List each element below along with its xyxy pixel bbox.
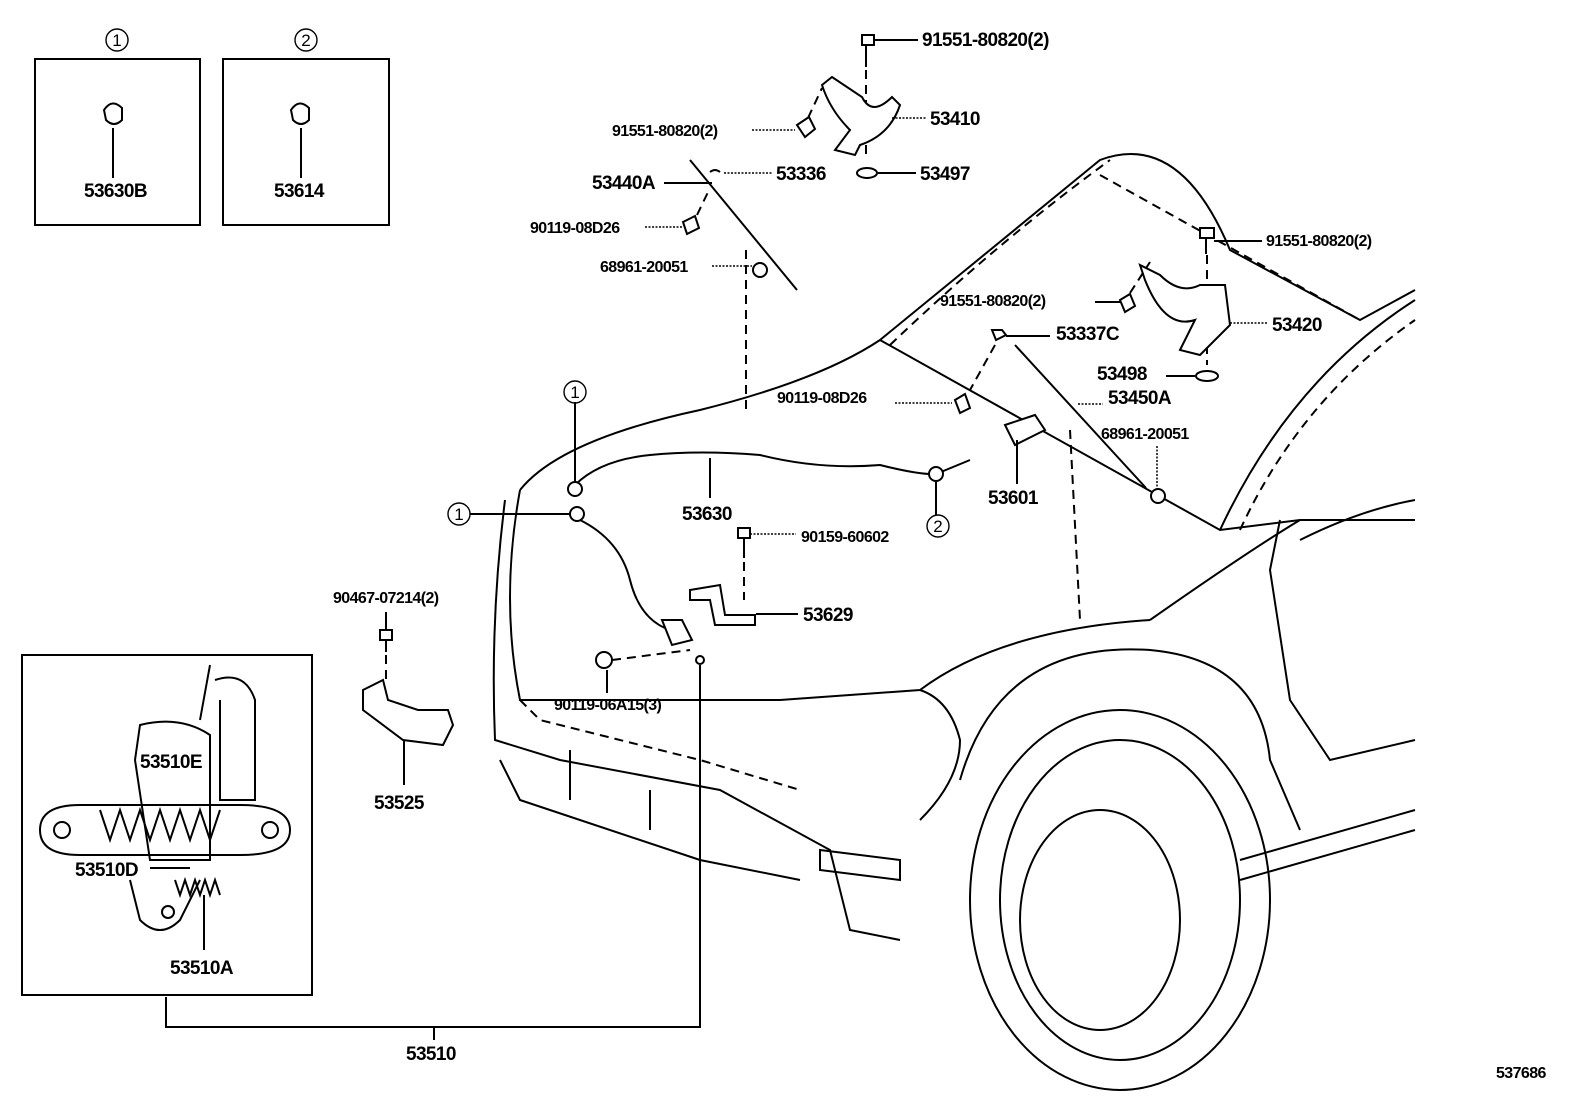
label-screw-bracket: 90159-60602	[801, 529, 889, 546]
callout-circle-1	[105, 28, 129, 52]
reference-box-1: 1 53630B	[34, 28, 201, 226]
bolt-icon	[861, 34, 875, 67]
bolt-icon	[953, 392, 972, 415]
hood-hinge-left	[752, 34, 926, 179]
bolt-icon	[795, 115, 817, 139]
hood-hinge-right	[1095, 227, 1268, 382]
clip-icon	[289, 102, 310, 125]
callout-circle-2	[926, 514, 950, 538]
lock-support	[362, 612, 455, 785]
label-clip-left: 53336	[776, 164, 826, 185]
part-label-53614: 53614	[274, 181, 325, 202]
label-grommet-left: 68961-20051	[600, 259, 688, 276]
label-bolt-strut-right: 90119-08D26	[777, 390, 867, 407]
label-bolt-strut-left: 90119-08D26	[530, 220, 620, 237]
bolt-icon	[681, 214, 701, 236]
label-washer-right: 53498	[1097, 364, 1147, 385]
grommet-icon	[1150, 488, 1166, 504]
release-cable: 1 1 2	[447, 380, 971, 631]
hinge-icon	[1138, 263, 1232, 357]
lever-icon	[1003, 413, 1047, 447]
clip-icon	[102, 102, 123, 125]
hood-strut-right	[895, 329, 1166, 504]
label-bolt-left-hinge: 91551-80820(2)	[612, 123, 718, 140]
bolt-icon	[1118, 292, 1137, 314]
label-bolt-right-hinge: 91551-80820(2)	[940, 293, 1046, 310]
label-bolt-lock: 90119-06A15(3)	[554, 697, 662, 714]
callout-circle-1	[563, 380, 587, 404]
callout-number-2: 2	[301, 31, 310, 50]
bracket-icon	[689, 583, 756, 626]
part-label-53630B: 53630B	[84, 181, 147, 202]
label-lever: 53601	[988, 488, 1039, 509]
label-lock-a: 53510A	[170, 958, 234, 979]
callout-number-1: 1	[454, 505, 463, 524]
hood-strut-left	[645, 159, 798, 410]
label-hinge-left: 53410	[930, 109, 980, 130]
washer-icon	[1195, 370, 1219, 382]
label-bolt-right-top: 91551-80820(2)	[1266, 233, 1372, 250]
lock-icon	[660, 619, 694, 647]
bolt-icon	[595, 651, 613, 669]
screw-icon	[737, 527, 751, 558]
label-clip-support: 90467-07214(2)	[333, 590, 439, 607]
support-icon	[362, 678, 455, 747]
label-hinge-right: 53420	[1272, 315, 1322, 336]
callout-circle-2	[294, 28, 318, 52]
label-bolt-top: 91551-80820(2)	[922, 30, 1049, 51]
grommet-icon	[752, 262, 768, 278]
callout-number-2: 2	[933, 517, 942, 536]
label-bracket: 53629	[803, 605, 853, 626]
diagram-id: 537686	[1496, 1065, 1546, 1082]
lock-inset-box	[21, 654, 313, 996]
reference-box-2: 2 53614	[222, 28, 390, 226]
callout-number-1: 1	[570, 383, 579, 402]
label-lock-assy: 53510	[406, 1044, 456, 1065]
label-lock-e: 53510E	[140, 752, 202, 773]
label-lock-d: 53510D	[75, 860, 138, 881]
callout-circle-1	[447, 502, 471, 526]
label-support: 53525	[374, 793, 425, 814]
label-washer-left: 53497	[920, 164, 970, 185]
label-cable: 53630	[682, 504, 732, 525]
clip-icon	[379, 629, 393, 652]
clip-icon	[990, 329, 1008, 342]
lock-bracket	[165, 527, 798, 1040]
label-strut-right: 53450A	[1108, 388, 1172, 409]
bolt-icon	[1199, 227, 1215, 254]
label-strut-left: 53440A	[592, 173, 656, 194]
vehicle-outline	[492, 153, 1416, 1091]
washer-icon	[856, 167, 878, 179]
label-clip-right: 53337C	[1056, 324, 1120, 345]
label-grommet-right: 68961-20051	[1101, 426, 1189, 443]
part-labels: 91551-80820(2) 53410 91551-80820(2) 5349…	[75, 30, 1547, 1082]
callout-number-1: 1	[112, 31, 121, 50]
hinge-icon	[820, 75, 902, 157]
